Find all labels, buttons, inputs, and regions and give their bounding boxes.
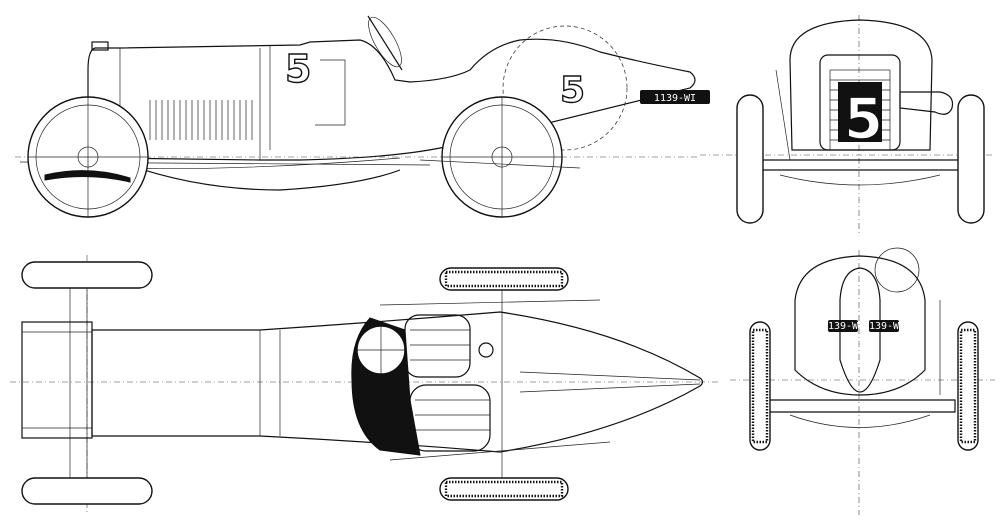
rear-view: 1139-WI 1139-WI <box>730 247 995 515</box>
front-race-number: 5 <box>844 87 883 152</box>
hood-race-number: 5 <box>285 47 311 91</box>
rear-plate-right: 1139-WI <box>863 321 905 332</box>
front-right-tire <box>957 94 985 224</box>
side-license-plate: 1139-WI <box>654 93 696 104</box>
tail-race-number: 5 <box>560 70 585 111</box>
rear-tires <box>749 321 979 451</box>
side-view: 1139-WI 5 5 <box>15 15 710 218</box>
top-front-tires <box>21 261 153 505</box>
seat-driver <box>404 314 471 378</box>
hood-louvres <box>149 100 253 140</box>
seat-passenger <box>409 384 491 452</box>
top-view <box>10 255 720 515</box>
front-view: 5 <box>700 15 995 235</box>
front-left-tire <box>736 94 764 224</box>
rear-plate-left: 1139-WI <box>822 321 864 332</box>
side-front-wheel <box>27 96 149 218</box>
side-rear-wheel <box>419 96 581 218</box>
top-rear-tires <box>439 267 569 501</box>
